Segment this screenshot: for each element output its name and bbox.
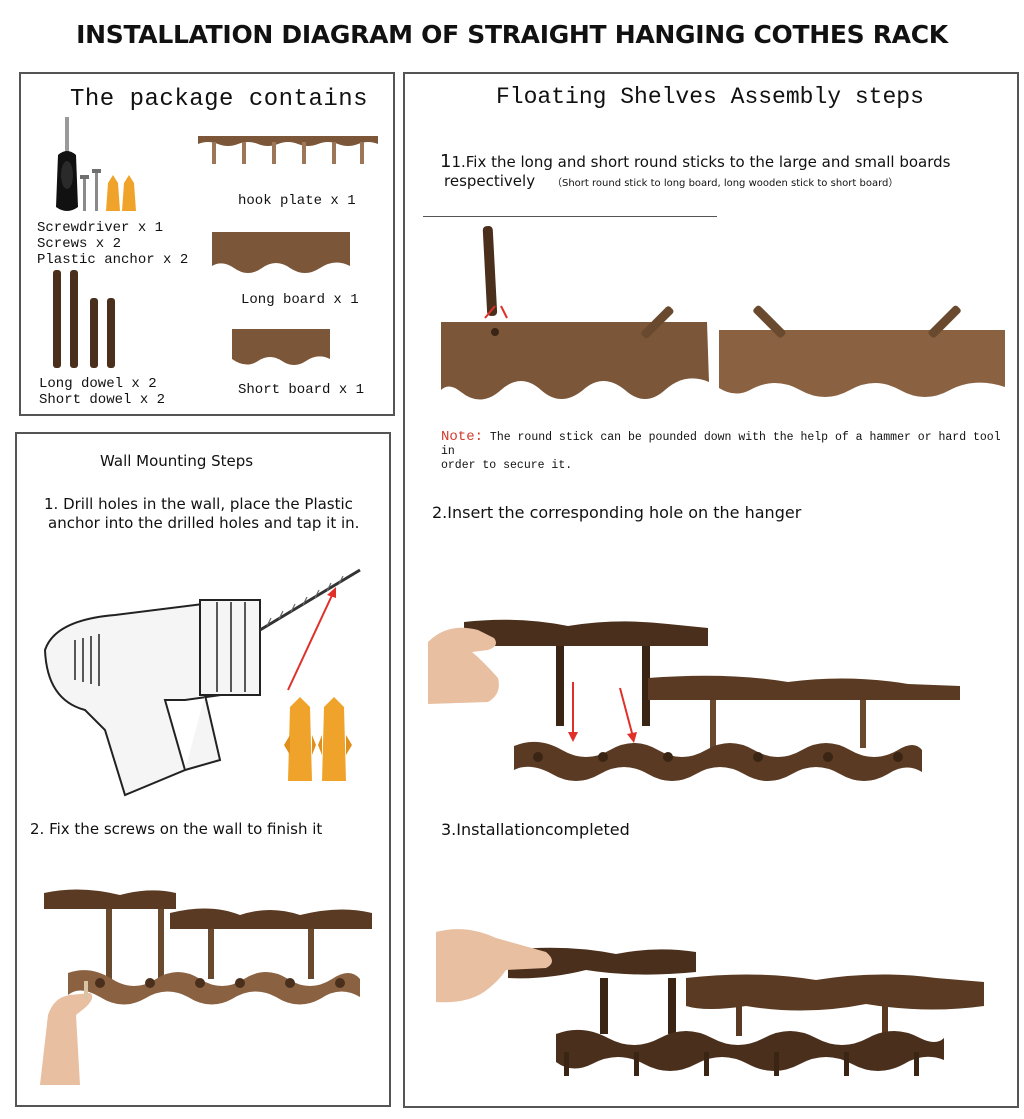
note-label: Note:	[441, 429, 484, 445]
tools-illustration	[56, 117, 136, 211]
divider-line	[423, 216, 717, 217]
assembly-heading: Floating Shelves Assembly steps	[496, 84, 924, 110]
step2-illustration	[428, 619, 960, 781]
assembly-step1-line1: 11.Fix the long and short round sticks t…	[440, 151, 951, 172]
assembly-step1-line1-text: 1.Fix the long and short round sticks to…	[451, 153, 951, 171]
screwdriver-icon	[56, 117, 78, 211]
hand-icon	[428, 627, 499, 704]
assembly-panel	[403, 72, 1019, 1108]
drill-illustration	[43, 568, 361, 797]
wall-step2: 2. Fix the screws on the wall to finish …	[30, 820, 323, 838]
tools-label-2: Screws x 2	[37, 236, 122, 252]
package-heading: The package contains	[70, 86, 369, 113]
plastic-anchor-icon	[284, 697, 352, 781]
note-line2: order to secure it.	[441, 459, 573, 472]
mounted-rack-illustration	[40, 889, 372, 1085]
screw-icon	[80, 169, 101, 211]
hand-icon	[40, 981, 93, 1085]
plastic-anchor-icon	[106, 175, 136, 211]
note-line1: The round stick can be pounded down with…	[441, 431, 1001, 458]
tools-label-3: Plastic anchor x 2	[37, 252, 189, 268]
wall-step1-line2: anchor into the drilled holes and tap it…	[48, 514, 360, 532]
assembly-note: Note: The round stick can be pounded dow…	[441, 430, 1001, 473]
hook-plate-label: hook plate x 1	[238, 193, 356, 209]
short-board-label: Short board x 1	[238, 382, 365, 398]
assembly-step3: 3.Installationcompleted	[441, 820, 630, 839]
red-arrow-icon	[287, 587, 336, 691]
tools-label-1: Screwdriver x 1	[37, 220, 164, 236]
wall-heading: Wall Mounting Steps	[100, 452, 254, 470]
dowel-label-1: Long dowel x 2	[39, 376, 157, 392]
hand-icon	[436, 929, 552, 1003]
hook-plate-illustration	[198, 136, 378, 164]
long-board-illustration	[212, 232, 350, 273]
assembly-step2: 2.Insert the corresponding hole on the h…	[432, 503, 802, 522]
dowel-label-2: Short dowel x 2	[39, 392, 166, 408]
step3-illustration	[436, 929, 984, 1076]
step1-boards-illustration	[441, 226, 1005, 400]
wall-step1-line1: 1. Drill holes in the wall, place the Pl…	[44, 495, 353, 513]
short-board-illustration	[232, 329, 330, 365]
long-board-label: Long board x 1	[241, 292, 359, 308]
dowels-illustration	[53, 270, 115, 368]
page-title: INSTALLATION DIAGRAM OF STRAIGHT HANGING…	[76, 20, 948, 49]
assembly-step1-sub: （Short round stick to long board, long w…	[552, 178, 899, 189]
assembly-step1-line2: respectively	[444, 172, 536, 190]
